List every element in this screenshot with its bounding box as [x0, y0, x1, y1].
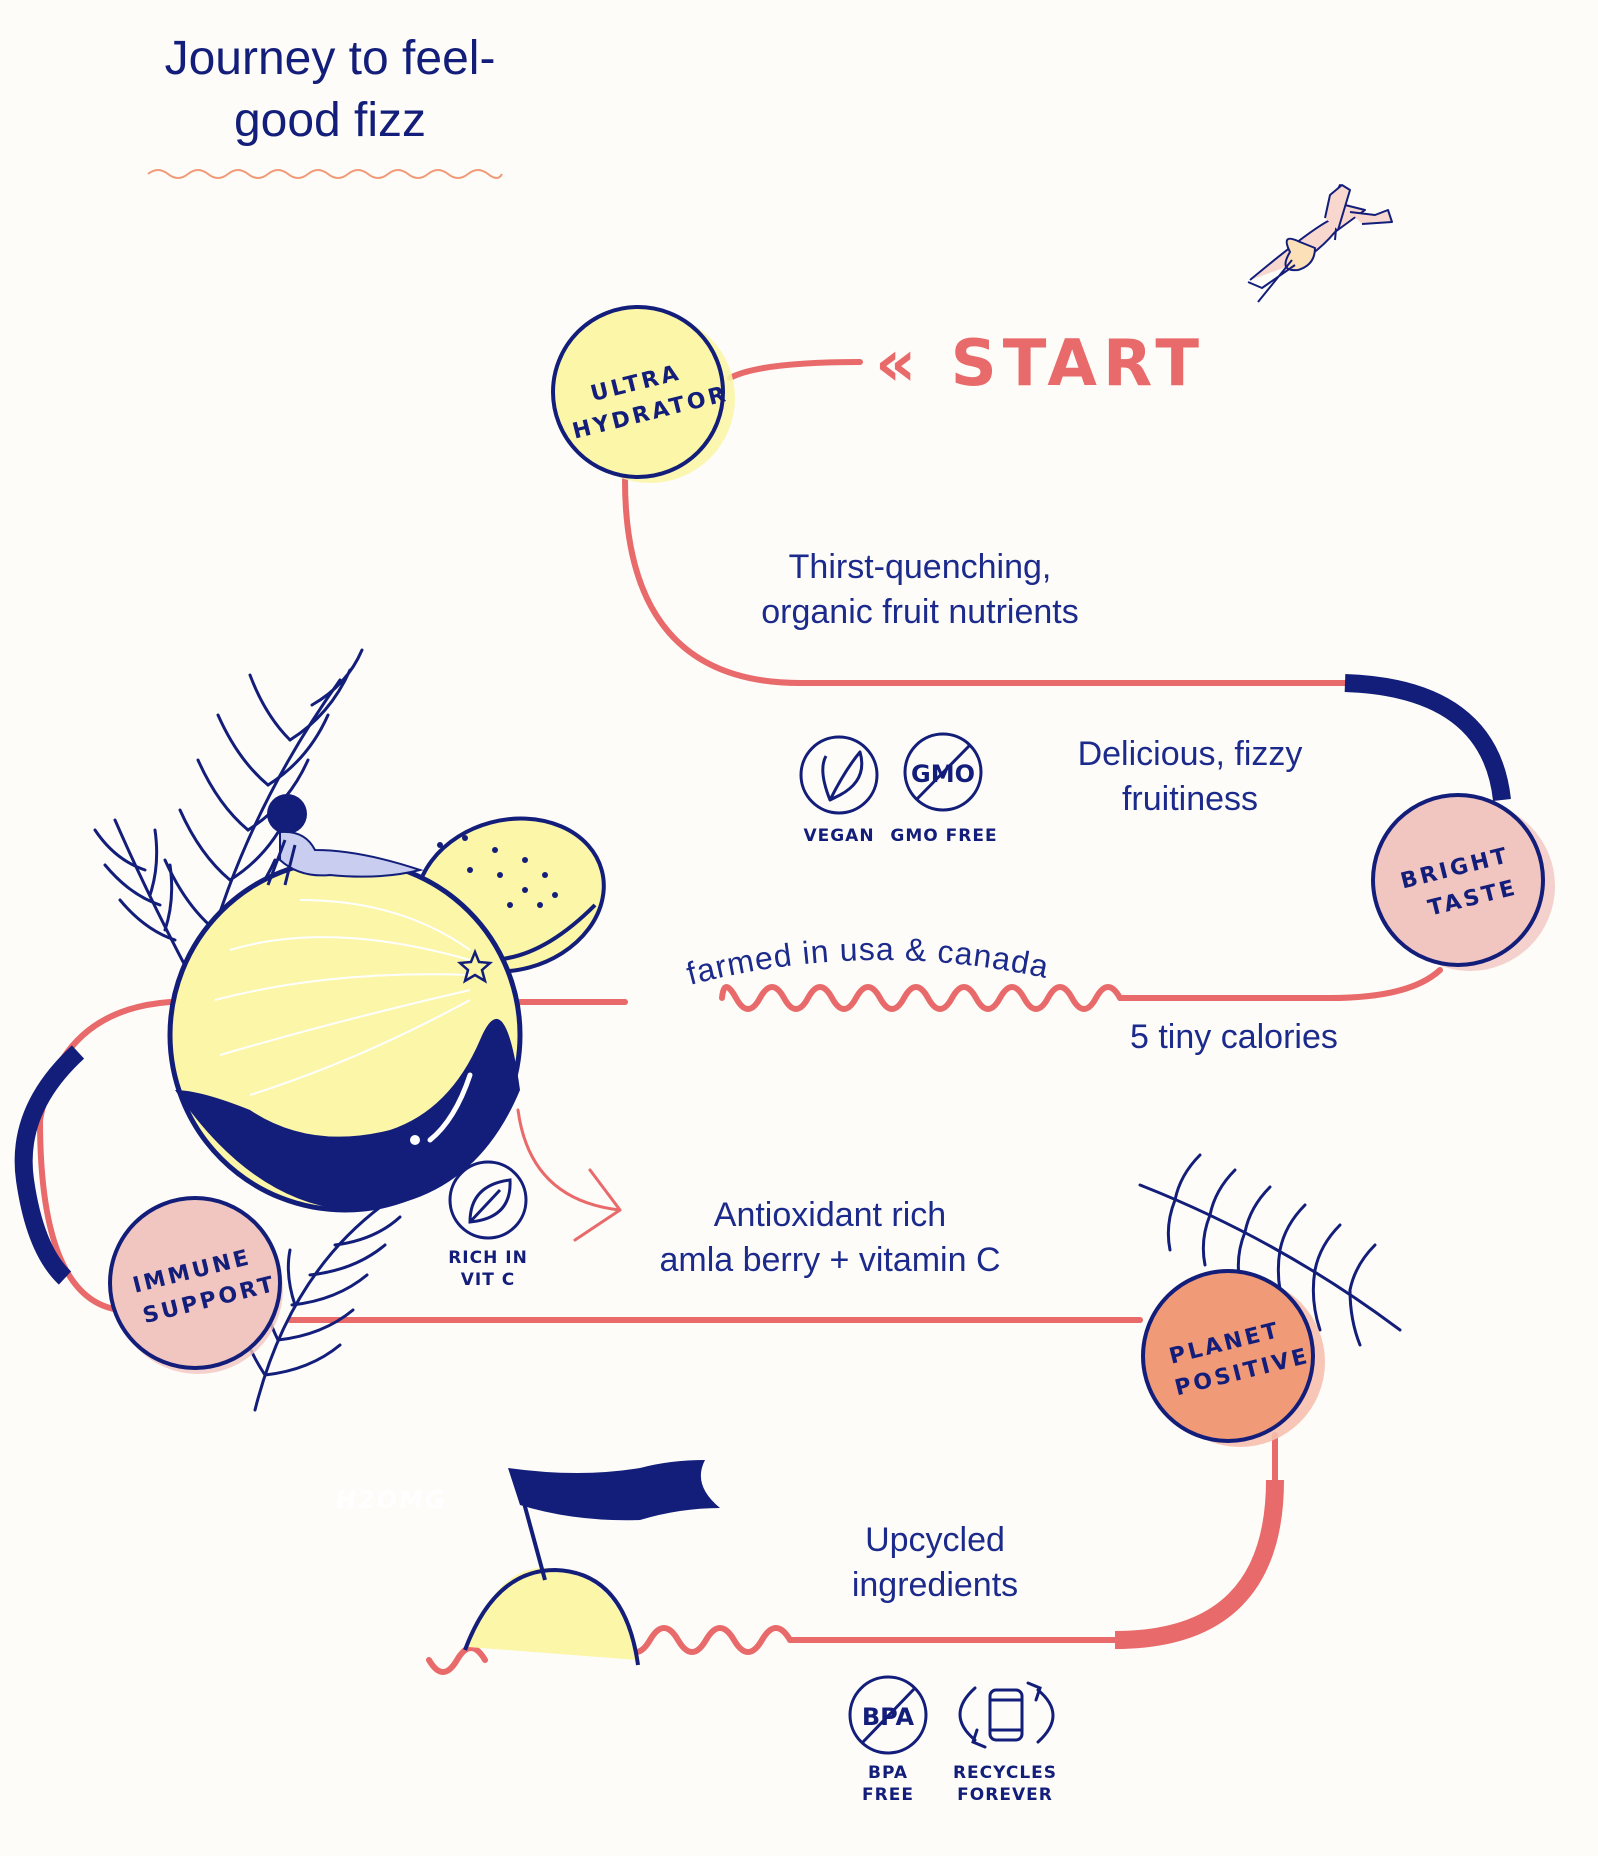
path-accent-bright: [1344, 674, 1511, 802]
caption-delicious-line2: fruitiness: [1121, 780, 1259, 818]
recycles-forever-line2: FOREVER: [957, 1785, 1053, 1805]
leaf-icon: [821, 750, 864, 802]
vitamin-c-label: RICH IN VIT C: [428, 1247, 548, 1291]
milestone-ultra-hydrator: ULTRA HYDRATOR: [551, 305, 735, 483]
caption-calories-line: 5 tiny calories: [1130, 1018, 1338, 1056]
big-fruit: [167, 857, 523, 1213]
bpa-free-label-line1: BPA: [867, 1763, 908, 1783]
path-accent-immune: [14, 1045, 85, 1285]
bpa-free-badge: BPA: [848, 1675, 928, 1755]
star-icon: [456, 948, 494, 984]
path-accent-planet: [1114, 1479, 1284, 1649]
recycle-can-icon: [958, 1681, 1055, 1749]
caption-thirst: Thirst-quenching, organic fruit nutrient…: [720, 545, 1120, 635]
vitamin-c-label-line2: VIT C: [460, 1270, 516, 1290]
milestone-planet-positive: PLANET POSITIVE: [1141, 1269, 1325, 1447]
caption-delicious-line1: Delicious, fizzy: [1077, 735, 1303, 773]
gmo-free-label: GMO FREE: [890, 826, 997, 846]
caption-antioxidant-line2: amla berry + vitamin C: [659, 1241, 1001, 1279]
farmed-caption: farmed in usa & canada: [683, 931, 1052, 992]
bpa-free-label: BPA FREE: [838, 1762, 938, 1806]
flag-icon: H2OMG: [334, 1460, 720, 1581]
flag-label: H2OMG: [334, 1486, 449, 1514]
caption-upcycled-line1: Upcycled: [865, 1521, 1005, 1559]
fern-icon: [1138, 1153, 1402, 1347]
caption-antioxidant: Antioxidant rich amla berry + vitamin C: [620, 1193, 1040, 1283]
caption-thirst-line1: Thirst-quenching,: [788, 548, 1052, 586]
caption-upcycled-line2: ingredients: [851, 1566, 1019, 1604]
gmo-free-badge: GMO: [903, 732, 983, 812]
farmed-caption-text: farmed in usa & canada: [683, 931, 1053, 992]
vitamin-c-badge: [448, 1160, 528, 1240]
arrow-icon: [516, 1108, 622, 1242]
vegan-label: VEGAN: [803, 826, 874, 846]
start-label: « START: [875, 327, 1205, 401]
caption-upcycled: Upcycled ingredients: [800, 1518, 1070, 1608]
title-line-2: good fizz: [233, 94, 427, 147]
recycles-forever-line1: RECYCLES: [952, 1763, 1058, 1783]
milestone-bright-taste: BRIGHT TASTE: [1371, 793, 1555, 971]
title-line-1: Journey to feel-: [164, 32, 496, 85]
reclining-figure: [266, 794, 424, 886]
page-title: Journey to feel- good fizz: [120, 28, 540, 152]
vitamin-leaf-icon: [468, 1178, 512, 1224]
finish-hill: [463, 1567, 640, 1666]
bpa-free-label-line2: FREE: [862, 1785, 914, 1805]
vegan-badge: [799, 735, 879, 815]
caption-thirst-line2: organic fruit nutrients: [761, 593, 1079, 631]
vitamin-c-label-line1: RICH IN: [448, 1248, 528, 1268]
milestone-immune-support: IMMUNE SUPPORT: [108, 1196, 283, 1374]
title-underline: [147, 169, 503, 179]
caption-delicious: Delicious, fizzy fruitiness: [1040, 732, 1340, 822]
diver-icon: [1247, 184, 1393, 303]
recycles-forever-label: RECYCLES FOREVER: [935, 1762, 1075, 1806]
caption-calories: 5 tiny calories: [1130, 1015, 1430, 1060]
caption-antioxidant-line1: Antioxidant rich: [713, 1196, 947, 1234]
